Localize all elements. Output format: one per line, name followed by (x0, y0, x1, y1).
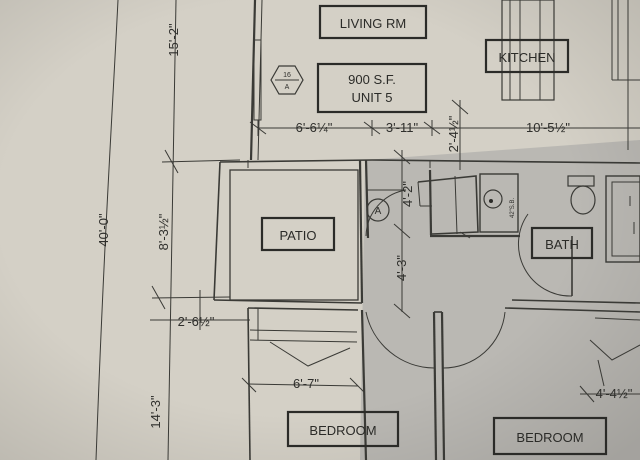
section-marker-bottom: A (285, 84, 290, 91)
horizontal-dimension-lines (150, 99, 640, 403)
dim-overall-height: 40'-0" (96, 213, 111, 247)
bedroom-left-box (286, 410, 400, 448)
living-room-box (318, 4, 428, 40)
fixture-note-text: 42"S.B. (510, 198, 516, 218)
dim-vertical-small: 2'-4½" (446, 115, 461, 152)
living-room-label: LIVING RM (340, 16, 406, 31)
dim-hall-width: 3'-11" (386, 120, 419, 135)
door-swings (365, 189, 506, 369)
dim-bedroom-closet: 6'-7" (293, 376, 319, 391)
section-marker: 16 A (270, 65, 304, 95)
circle-a-text: A (375, 206, 382, 217)
dimension-labels: 40'-0" 15'-2" 8'-3½" 14'-3" 6'-6¼" 3'-11… (96, 23, 633, 429)
bath-fixtures: 42"S.B. (417, 173, 640, 297)
dim-closet-depth: 2'-6½" (178, 314, 215, 329)
kitchen-box (484, 38, 570, 74)
dim-kitchen-width: 10'-5½" (526, 120, 570, 135)
dim-patio-width: 6'-6¼" (296, 120, 333, 135)
walls (213, 0, 640, 460)
area-box (316, 62, 428, 114)
bedroom-right-box (492, 416, 608, 456)
area-label: 900 S.F. (348, 72, 396, 87)
patio-box (260, 216, 336, 252)
dim-mid-height: 8'-3½" (156, 213, 171, 250)
unit-label: UNIT 5 (352, 90, 393, 105)
bath-box (530, 226, 594, 260)
kitchen-label: KITCHEN (498, 50, 555, 65)
dim-door-offset: 4'-2" (400, 181, 415, 207)
dim-right-closet: 4'-4½" (596, 386, 633, 401)
patio-label: PATIO (279, 228, 316, 243)
room-labels: LIVING RM KITCHEN 900 S.F. UNIT 5 PATIO … (260, 4, 608, 456)
section-marker-top: 16 (283, 72, 291, 79)
dim-upper-height: 15'-2" (166, 23, 181, 57)
bedroom-left-label: BEDROOM (309, 423, 376, 438)
bedroom-right-label: BEDROOM (516, 430, 583, 445)
dim-lower-height: 14'-3" (148, 395, 163, 429)
dim-hall-depth: 4'-3" (394, 255, 409, 281)
left-dimension-lines (95, 0, 241, 460)
bath-label: BATH (545, 237, 579, 252)
circle-a-marker: A (366, 198, 390, 222)
